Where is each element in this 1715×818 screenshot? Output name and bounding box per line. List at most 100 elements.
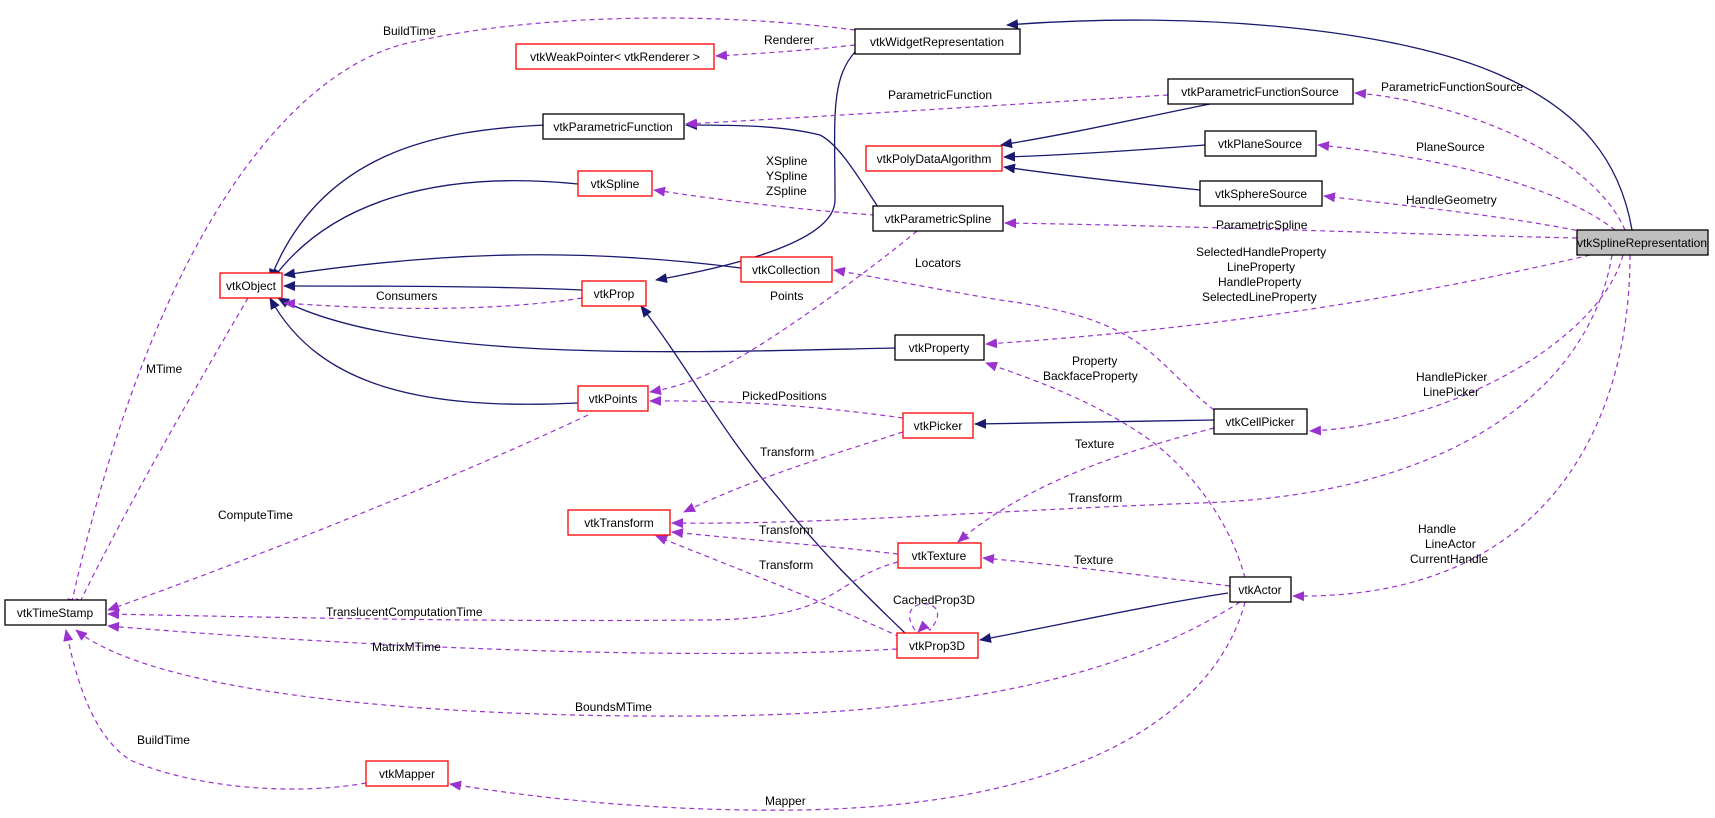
node-vtkParametricFunctionSource[interactable]: vtkParametricFunctionSource (1167, 78, 1354, 105)
node-label: vtkSphereSource (1215, 187, 1307, 201)
node-label: vtkTransform (584, 516, 654, 530)
node-vtkObject[interactable]: vtkObject (219, 272, 283, 299)
label-texture-cell: Texture (1075, 437, 1115, 451)
edge-points-to-object (269, 297, 579, 405)
node-vtkCollection[interactable]: vtkCollection (740, 256, 833, 283)
edge-actor-mapper (449, 601, 1246, 811)
label-xspline: XSpline (766, 154, 808, 168)
node-vtkCellPicker[interactable]: vtkCellPicker (1213, 408, 1308, 435)
node-label: vtkSpline (591, 177, 640, 191)
label-renderer: Renderer (764, 33, 814, 47)
node-label: vtkWeakPointer< vtkRenderer > (530, 50, 700, 64)
label-yspline: YSpline (766, 169, 808, 183)
node-label: vtkActor (1238, 583, 1281, 597)
node-vtkActor[interactable]: vtkActor (1229, 576, 1292, 603)
edge-widgetrep-renderer (715, 44, 856, 61)
label-handle: Handle (1418, 522, 1456, 536)
edge-pfs-to-pda (1000, 103, 1211, 149)
edge-picker-points (649, 395, 904, 419)
node-vtkPoints[interactable]: vtkPoints (577, 385, 649, 412)
edge-actor-to-prop3d (979, 592, 1229, 643)
node-vtkPlaneSource[interactable]: vtkPlaneSource (1204, 130, 1317, 157)
label-transform-prop3d: Transform (759, 558, 813, 572)
node-vtkParametricSpline[interactable]: vtkParametricSpline (872, 205, 1004, 232)
node-vtkProperty[interactable]: vtkProperty (894, 334, 985, 361)
edge-object-mtime (75, 297, 249, 611)
node-vtkPicker[interactable]: vtkPicker (902, 412, 974, 439)
label-property: Property (1072, 354, 1117, 368)
node-vtkProp[interactable]: vtkProp (581, 280, 647, 307)
edge-parametricspline-xyz (653, 186, 876, 216)
node-label: vtkPolyDataAlgorithm (877, 152, 992, 166)
label-matrixmtime: MatrixMTime (372, 640, 441, 654)
label-buildtime-bottom: BuildTime (137, 733, 190, 747)
edge-widgetrep-to-prop (655, 51, 856, 283)
node-vtkSplineRepresentation[interactable]: vtkSplineRepresentation (1576, 229, 1709, 256)
edge-mapper-buildtime (63, 629, 367, 790)
edge-splinerep-transform (671, 254, 1613, 529)
node-vtkSpline[interactable]: vtkSpline (577, 170, 653, 197)
label-handleproperty: HandleProperty (1218, 275, 1301, 289)
node-label: vtkTexture (912, 549, 967, 563)
label-consumers: Consumers (376, 289, 437, 303)
edge-splinerep-parametricspline (1004, 218, 1578, 239)
edge-cellpicker-locators (833, 266, 1215, 411)
node-label: vtkProp (594, 287, 635, 301)
node-label: vtkCollection (752, 263, 820, 277)
node-vtkWidgetRepresentation[interactable]: vtkWidgetRepresentation (854, 28, 1021, 55)
edge-prop3d-to-prop (640, 305, 906, 634)
node-vtkTransform[interactable]: vtkTransform (567, 509, 671, 536)
edge-labels: BuildTime Renderer ParametricFunction Pa… (137, 24, 1523, 808)
label-cachedprop3d: CachedProp3D (893, 593, 975, 607)
edge-splinerep-to-widgetrep (1006, 19, 1633, 231)
node-label: vtkParametricSpline (885, 212, 992, 226)
node-label: vtkPlaneSource (1218, 137, 1302, 151)
edge-collection-to-object (283, 254, 742, 279)
node-label: vtkSplineRepresentation (1577, 236, 1707, 250)
edge-prop-to-object (283, 281, 583, 292)
node-vtkPolyDataAlgorithm[interactable]: vtkPolyDataAlgorithm (865, 145, 1003, 172)
node-vtkProp3D[interactable]: vtkProp3D (896, 632, 979, 659)
edge-actor-texture (982, 554, 1231, 587)
edge-actor-property (985, 361, 1246, 579)
label-planesource: PlaneSource (1416, 140, 1485, 154)
node-label: vtkPicker (914, 419, 963, 433)
edge-widgetrep-buildtime (67, 17, 856, 611)
label-selectedhandleproperty: SelectedHandleProperty (1196, 245, 1326, 259)
label-linepicker: LinePicker (1423, 385, 1479, 399)
node-vtkWeakPointer[interactable]: vtkWeakPointer< vtkRenderer > (515, 43, 715, 70)
label-parametricfunction: ParametricFunction (888, 88, 992, 102)
label-parametricfunctionsource: ParametricFunctionSource (1381, 80, 1523, 94)
node-vtkMapper[interactable]: vtkMapper (365, 760, 449, 787)
edge-parametricspline-to-pf (685, 120, 881, 211)
label-handlepicker: HandlePicker (1416, 370, 1487, 384)
edge-pf-to-object (269, 124, 546, 281)
edge-planesource-to-pda (1003, 144, 1206, 162)
edge-texture-translucenttime (107, 561, 899, 622)
label-points: Points (770, 289, 803, 303)
node-label: vtkParametricFunctionSource (1181, 85, 1339, 99)
label-computetime: ComputeTime (218, 508, 293, 522)
label-transform-rep: Transform (1068, 491, 1122, 505)
edge-splinerep-property (985, 254, 1591, 349)
node-label: vtkWidgetRepresentation (870, 35, 1004, 49)
edge-prop3d-cachedprop3d (908, 603, 939, 633)
edge-splinerep-planesource (1317, 141, 1616, 231)
label-pickedpositions: PickedPositions (742, 389, 827, 403)
label-backfaceproperty: BackfaceProperty (1043, 369, 1138, 383)
edge-pfs-to-pf (685, 94, 1169, 129)
nodes: vtkSplineRepresentation vtkWidgetReprese… (4, 28, 1709, 787)
node-label: vtkPoints (589, 392, 638, 406)
label-lineactor: LineActor (1425, 537, 1476, 551)
node-vtkParametricFunction[interactable]: vtkParametricFunction (542, 113, 685, 140)
node-label: vtkCellPicker (1225, 415, 1294, 429)
node-vtkSphereSource[interactable]: vtkSphereSource (1199, 180, 1323, 207)
label-lineproperty: LineProperty (1227, 260, 1295, 274)
node-label: vtkProp3D (909, 639, 965, 653)
node-label: vtkObject (226, 279, 277, 293)
node-vtkTimeStamp[interactable]: vtkTimeStamp (4, 599, 107, 626)
label-parametricspline: ParametricSpline (1216, 218, 1308, 232)
node-vtkTexture[interactable]: vtkTexture (897, 542, 982, 569)
label-transform-picker: Transform (760, 445, 814, 459)
